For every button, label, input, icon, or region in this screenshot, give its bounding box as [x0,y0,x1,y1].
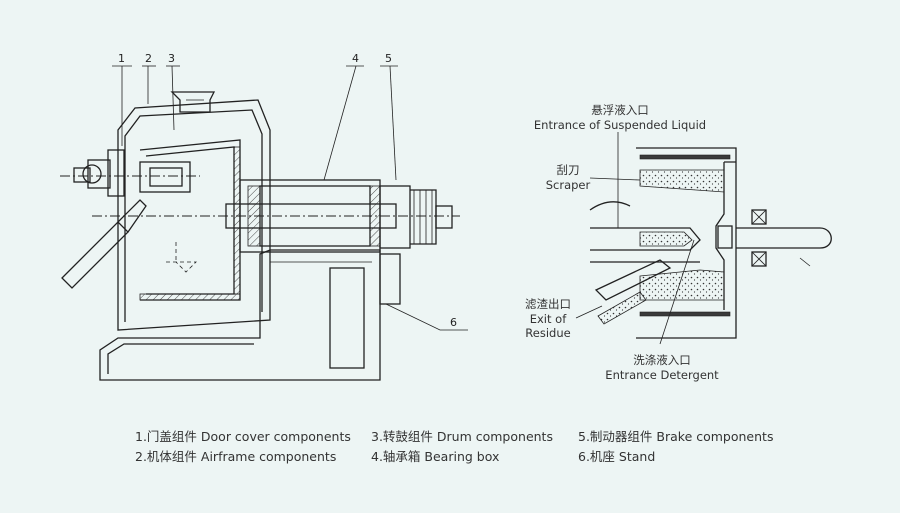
drum-schematic-view [575,132,832,345]
schematic-labels: 悬浮液入口 Entrance of Suspended Liquid 刮刀 Sc… [525,103,719,382]
residue-label-en-line1: Exit of [530,312,567,326]
suspended-liquid-label-en: Entrance of Suspended Liquid [534,118,706,132]
residue-label-en-line2: Residue [525,326,570,340]
detergent-label-en: Entrance Detergent [605,368,719,382]
part-number-3: 3 [168,52,175,65]
legend-item-5: 5.制动器组件 Brake components [578,429,774,444]
legend-item-4: 4.轴承箱 Bearing box [371,449,500,464]
part-number-5: 5 [385,52,392,65]
legend-item-2: 2.机体组件 Airframe components [135,449,337,464]
part-number-4: 4 [352,52,359,65]
legend-item-3: 3.转鼓组件 Drum components [371,429,553,444]
part-number-6: 6 [450,316,457,329]
part-number-labels: 1 2 3 4 5 6 [118,52,457,329]
part-number-2: 2 [145,52,152,65]
residue-label-cn: 滤渣出口 [525,297,571,311]
legend-item-1: 1.门盖组件 Door cover components [135,429,351,444]
legend-item-6: 6.机座 Stand [578,449,656,464]
detergent-label-cn: 洗涤液入口 [633,353,691,367]
scraper-label-en: Scraper [546,178,591,192]
scraper-label-cn: 刮刀 [557,163,580,177]
suspended-liquid-label-cn: 悬浮液入口 [591,103,649,117]
centrifuge-section-view [60,65,468,381]
part-number-1: 1 [118,52,125,65]
